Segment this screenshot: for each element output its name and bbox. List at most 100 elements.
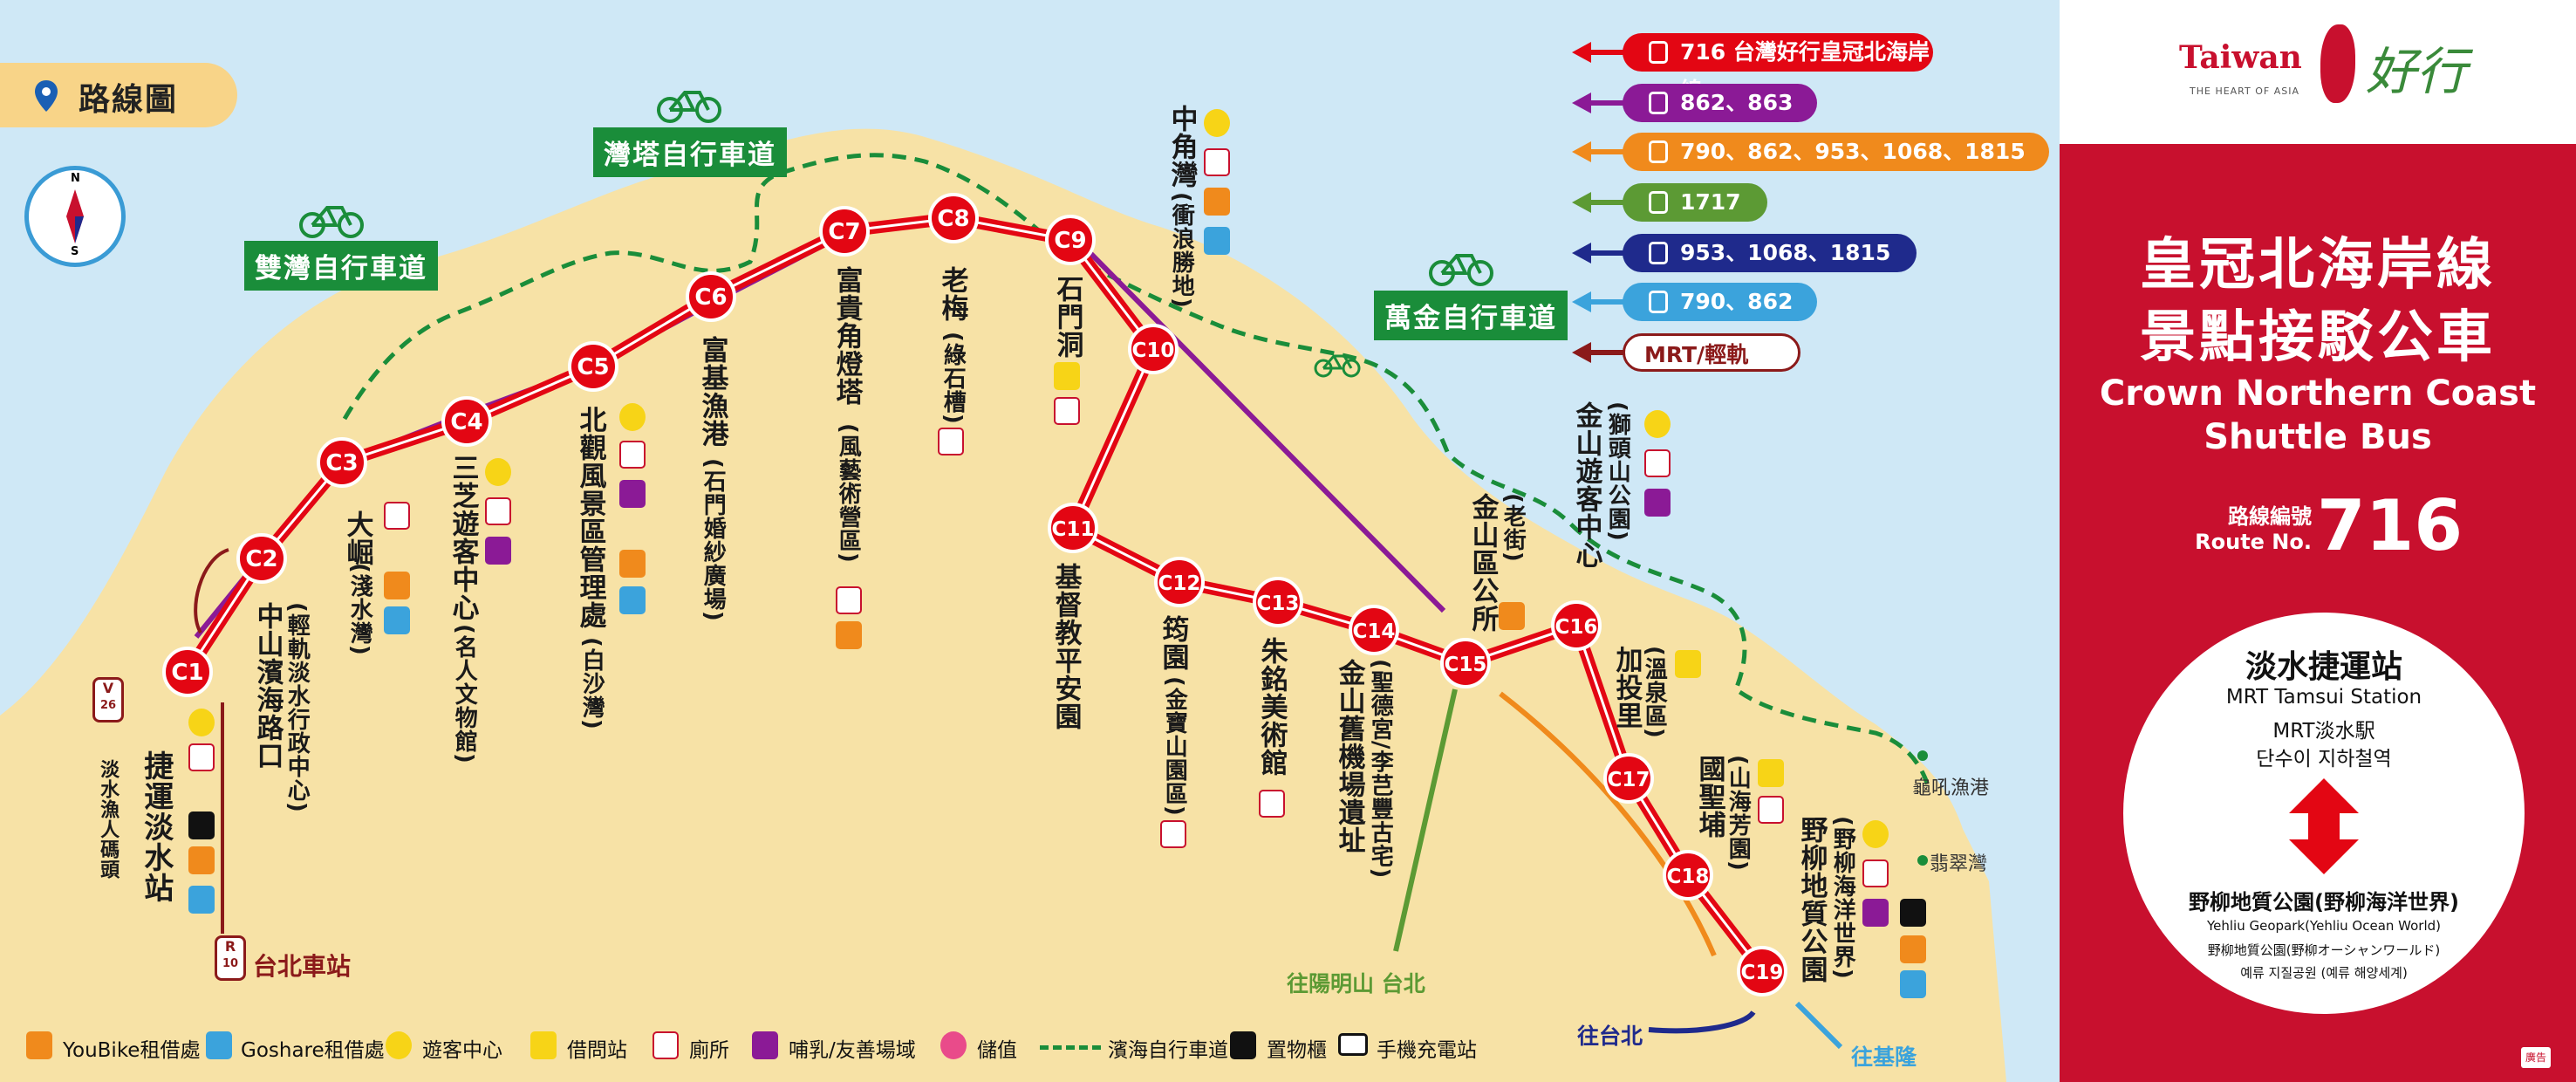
route-legend-item: 790、862 <box>1623 283 1817 321</box>
youbike-icon <box>1204 188 1230 216</box>
stop-marker-c5 <box>568 341 618 392</box>
route-label-en: Route No. <box>2195 529 2312 554</box>
bus-icon <box>1649 242 1668 264</box>
stop-code-c13: C13 <box>1257 592 1300 615</box>
rental-station-icon <box>1675 650 1701 678</box>
route-legend-label: 790、862 <box>1680 289 1794 314</box>
route-legend-label: 953、1068、1815 <box>1680 240 1891 265</box>
locker-icon <box>1230 1031 1256 1059</box>
taiwan-logo: Taiwan <box>2179 39 2302 76</box>
legend-arrow <box>1572 192 1591 213</box>
bus-icon <box>1649 140 1668 163</box>
toilet-icon <box>1204 148 1230 176</box>
stop-code-c19: C19 <box>1741 962 1784 984</box>
terminal-from-ja: MRT淡水駅 <box>2272 720 2375 743</box>
route-legend-label: 862、863 <box>1680 90 1794 115</box>
stop-marker-c18 <box>1663 850 1713 901</box>
stop-label-c18: 野柳地質公園 <box>1795 816 1828 983</box>
toilet-icon <box>1259 790 1285 818</box>
brand-header <box>2060 0 2576 144</box>
legend-arrow <box>1572 92 1591 113</box>
stop-code-c9: C9 <box>1054 228 1086 254</box>
taiwan-logo-sub: THE HEART OF ASIA <box>2190 86 2300 97</box>
goshare-icon <box>619 586 646 614</box>
stop-label-c4: 三芝遊客中心 <box>447 454 479 621</box>
visitor-center-icon <box>386 1031 412 1059</box>
stop-note-c10: (衝浪勝地) <box>1168 192 1195 309</box>
stop-note-c12: (金寶山園區) <box>1161 676 1188 817</box>
legend-arrow-shaft <box>1589 299 1624 305</box>
land-area <box>0 128 2006 1082</box>
goshare-icon <box>206 1031 232 1059</box>
visitor-center-icon <box>1862 820 1889 848</box>
terminal-from-zh: 淡水捷運站 <box>2245 649 2402 685</box>
locker-icon <box>188 812 215 839</box>
compass-icon: N S <box>24 166 126 267</box>
terminal-to-ja: 野柳地質公園(野柳オーシャンワールド) <box>2207 942 2441 958</box>
taiwan-map-mark <box>2320 24 2355 103</box>
visitor-center-icon <box>1204 109 1230 137</box>
legend-arrow <box>1572 141 1591 162</box>
bike-trail-legend-line <box>1040 1045 1101 1050</box>
two-way-arrow-icon <box>2289 778 2359 874</box>
stop-label-c8: 老梅 <box>936 266 968 322</box>
route-legend-label: 1717 <box>1680 189 1741 215</box>
nursing-icon <box>1644 489 1671 517</box>
legend-arrow <box>1572 243 1591 264</box>
stop-note-c3: (淺水灣) <box>346 563 373 656</box>
terminal-to-zh: 野柳地質公園(野柳海洋世界) <box>2189 890 2459 914</box>
rental-station-icon <box>1054 362 1080 390</box>
toilet-icon <box>188 743 215 771</box>
nursing-icon <box>485 537 511 565</box>
goshare-icon <box>188 886 215 914</box>
title-en-line2: Shuttle Bus <box>2204 417 2432 457</box>
title-zh-line2: 景點接駁公車 <box>2140 305 2496 370</box>
stop-note-c7: (風藝術營區) <box>835 423 862 564</box>
stop-code-c4: C4 <box>450 409 482 435</box>
stop-marker-c6 <box>686 271 736 322</box>
port-dot <box>1917 750 1928 761</box>
legend-stamp: 儲值 <box>977 1039 1017 1062</box>
legend-arrow-shaft <box>1589 250 1624 256</box>
toilet-icon <box>653 1031 679 1059</box>
visitor-center-icon <box>485 458 511 486</box>
stop-marker-c16 <box>1551 600 1602 651</box>
light-rail-marker: V 26 <box>92 677 124 722</box>
stop-marker-c3 <box>317 437 367 488</box>
stop-label-c14: 金山舊機場遺址 <box>1333 659 1365 854</box>
stop-code-c8: C8 <box>937 206 969 232</box>
terminal-to-ko: 예류 지질공원 (예류 해양세계) <box>2240 965 2408 981</box>
navy-route-line <box>1648 1010 1756 1034</box>
trail-label-wanjin: 萬金自行車道 <box>1374 291 1568 340</box>
lion-park-note: (獅頭山公園) <box>1604 401 1631 542</box>
stop-marker-c19 <box>1737 946 1787 996</box>
bicycle-icon <box>657 91 721 123</box>
route-legend-label: MRT/輕軌 <box>1644 342 1749 367</box>
stop-code-c14: C14 <box>1353 620 1396 643</box>
light-rail-code: V <box>102 680 114 696</box>
stop-marker-c11 <box>1048 503 1098 553</box>
legend-arrow-shaft <box>1589 350 1624 355</box>
stop-label-c9: 石門洞 <box>1051 275 1083 359</box>
stop-note-c2: (輕軌淡水行政中心) <box>284 602 311 813</box>
stop-label-c10: 中角灣 <box>1165 105 1198 188</box>
orange-route-line <box>1499 691 1717 957</box>
stop-code-c18: C18 <box>1667 866 1710 888</box>
stop-code-c5: C5 <box>577 354 609 380</box>
bicycle-icon <box>1314 354 1361 378</box>
legend-visitor: 遊客中心 <box>422 1039 502 1062</box>
legend-nursing: 哺乳/友善場域 <box>789 1039 916 1062</box>
compass-north-label: N <box>71 172 80 185</box>
trail-label-wanta: 灣塔自行車道 <box>593 127 787 177</box>
stop-note-c14: (聖德宮/李芑豐古宅) <box>1367 659 1394 880</box>
terminal-to-en: Yehliu Geopark(Yehliu Ocean World) <box>2206 918 2442 934</box>
route-label: 路線編號 Route No. <box>2190 504 2312 555</box>
legend-arrow-shaft <box>1589 50 1624 55</box>
stop-note-c4: (名人文物館) <box>451 624 478 764</box>
stop-label-c2: 中山濱海路口 <box>251 602 284 770</box>
compass-south-label: S <box>71 245 79 258</box>
stop-marker-c8 <box>928 193 979 243</box>
route-legend-item: 790、862、953、1068、1815 <box>1623 133 2049 171</box>
bike-trail-path <box>342 153 1930 786</box>
